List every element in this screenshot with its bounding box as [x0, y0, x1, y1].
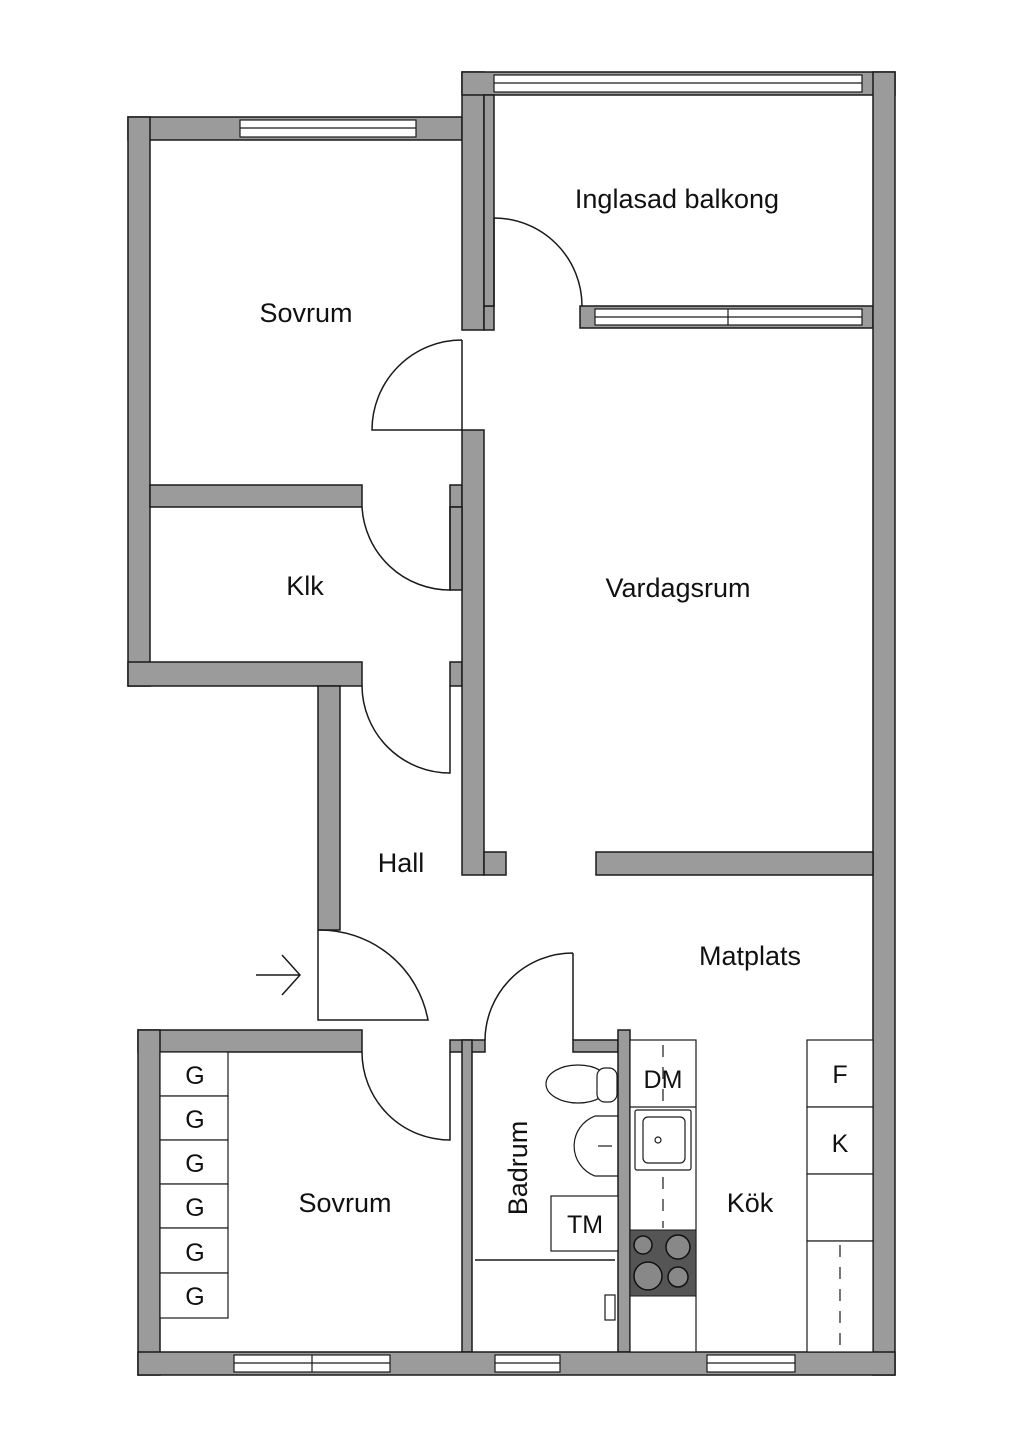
wardrobe-label: G — [185, 1194, 204, 1222]
kitchen-sink-icon — [634, 1109, 692, 1171]
room-label-vardagsrum: Vardagsrum — [605, 573, 750, 603]
wardrobe-label: G — [185, 1150, 204, 1178]
sink-icon — [573, 1115, 618, 1177]
windows — [233, 74, 863, 1373]
kitchen-fixtures: DM F K — [629, 1039, 874, 1353]
bathroom-fixtures: TM — [475, 1064, 619, 1321]
wardrobe-label: G — [185, 1283, 204, 1311]
room-label-sovrum-2: Sovrum — [298, 1188, 391, 1218]
room-label-matplats: Matplats — [699, 941, 801, 971]
fridge-label: K — [832, 1130, 849, 1158]
room-label-klk: Klk — [286, 571, 324, 601]
stove-icon — [629, 1229, 697, 1297]
wardrobe-label: G — [185, 1062, 204, 1090]
room-label-badrum: Badrum — [503, 1121, 533, 1216]
wardrobe-label: G — [185, 1106, 204, 1134]
room-label-balkong: Inglasad balkong — [575, 184, 779, 214]
toilet-icon — [545, 1064, 618, 1104]
washing-machine — [550, 1195, 619, 1252]
room-labels: Sovrum Inglasad balkong Klk Vardagsrum H… — [259, 184, 801, 1218]
shower-faucet-icon — [604, 1294, 616, 1321]
washing-machine-label: TM — [567, 1211, 603, 1239]
dishwasher-label: DM — [644, 1066, 683, 1094]
doors — [317, 217, 583, 1141]
freezer-label: F — [832, 1061, 847, 1089]
wardrobes: G G G G G G — [159, 1051, 229, 1319]
room-label-sovrum: Sovrum — [259, 298, 352, 328]
room-label-kok: Kök — [727, 1188, 774, 1218]
wardrobe-label: G — [185, 1239, 204, 1267]
room-label-hall: Hall — [378, 848, 425, 878]
entrance-arrow-icon — [256, 954, 302, 996]
